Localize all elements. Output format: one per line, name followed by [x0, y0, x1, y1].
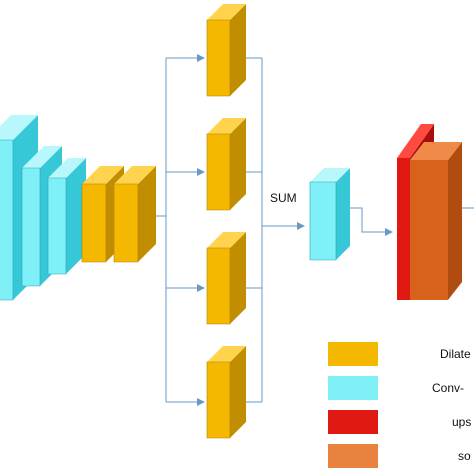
merge-connectors	[246, 57, 305, 403]
legend-swatch-dilated	[328, 342, 378, 366]
encoder-conv-blocks	[0, 115, 86, 301]
legend-label-softmax: so	[458, 449, 471, 463]
branch-connectors	[156, 54, 205, 406]
legend: Dilate Conv- ups so	[328, 342, 471, 468]
legend-swatch-conv	[328, 376, 378, 400]
parallel-block-1	[206, 4, 246, 97]
encoder-dilated-blocks	[81, 166, 156, 263]
sum-label: SUM	[270, 191, 297, 205]
output-connector	[350, 207, 393, 236]
sum-conv-block	[309, 168, 350, 261]
parallel-block-3	[206, 232, 246, 325]
legend-swatch-softmax	[328, 444, 378, 468]
parallel-dilated-blocks	[206, 4, 246, 439]
conv-block-3	[47, 158, 86, 275]
parallel-block-4	[206, 346, 246, 439]
dilated-block-2	[113, 166, 156, 263]
legend-label-conv: Conv-	[432, 381, 464, 395]
legend-label-dilated: Dilate	[440, 347, 471, 361]
legend-label-upsample: ups	[452, 415, 471, 429]
legend-swatch-upsample	[328, 410, 378, 434]
softmax-layer	[410, 142, 462, 300]
parallel-block-2	[206, 118, 246, 211]
